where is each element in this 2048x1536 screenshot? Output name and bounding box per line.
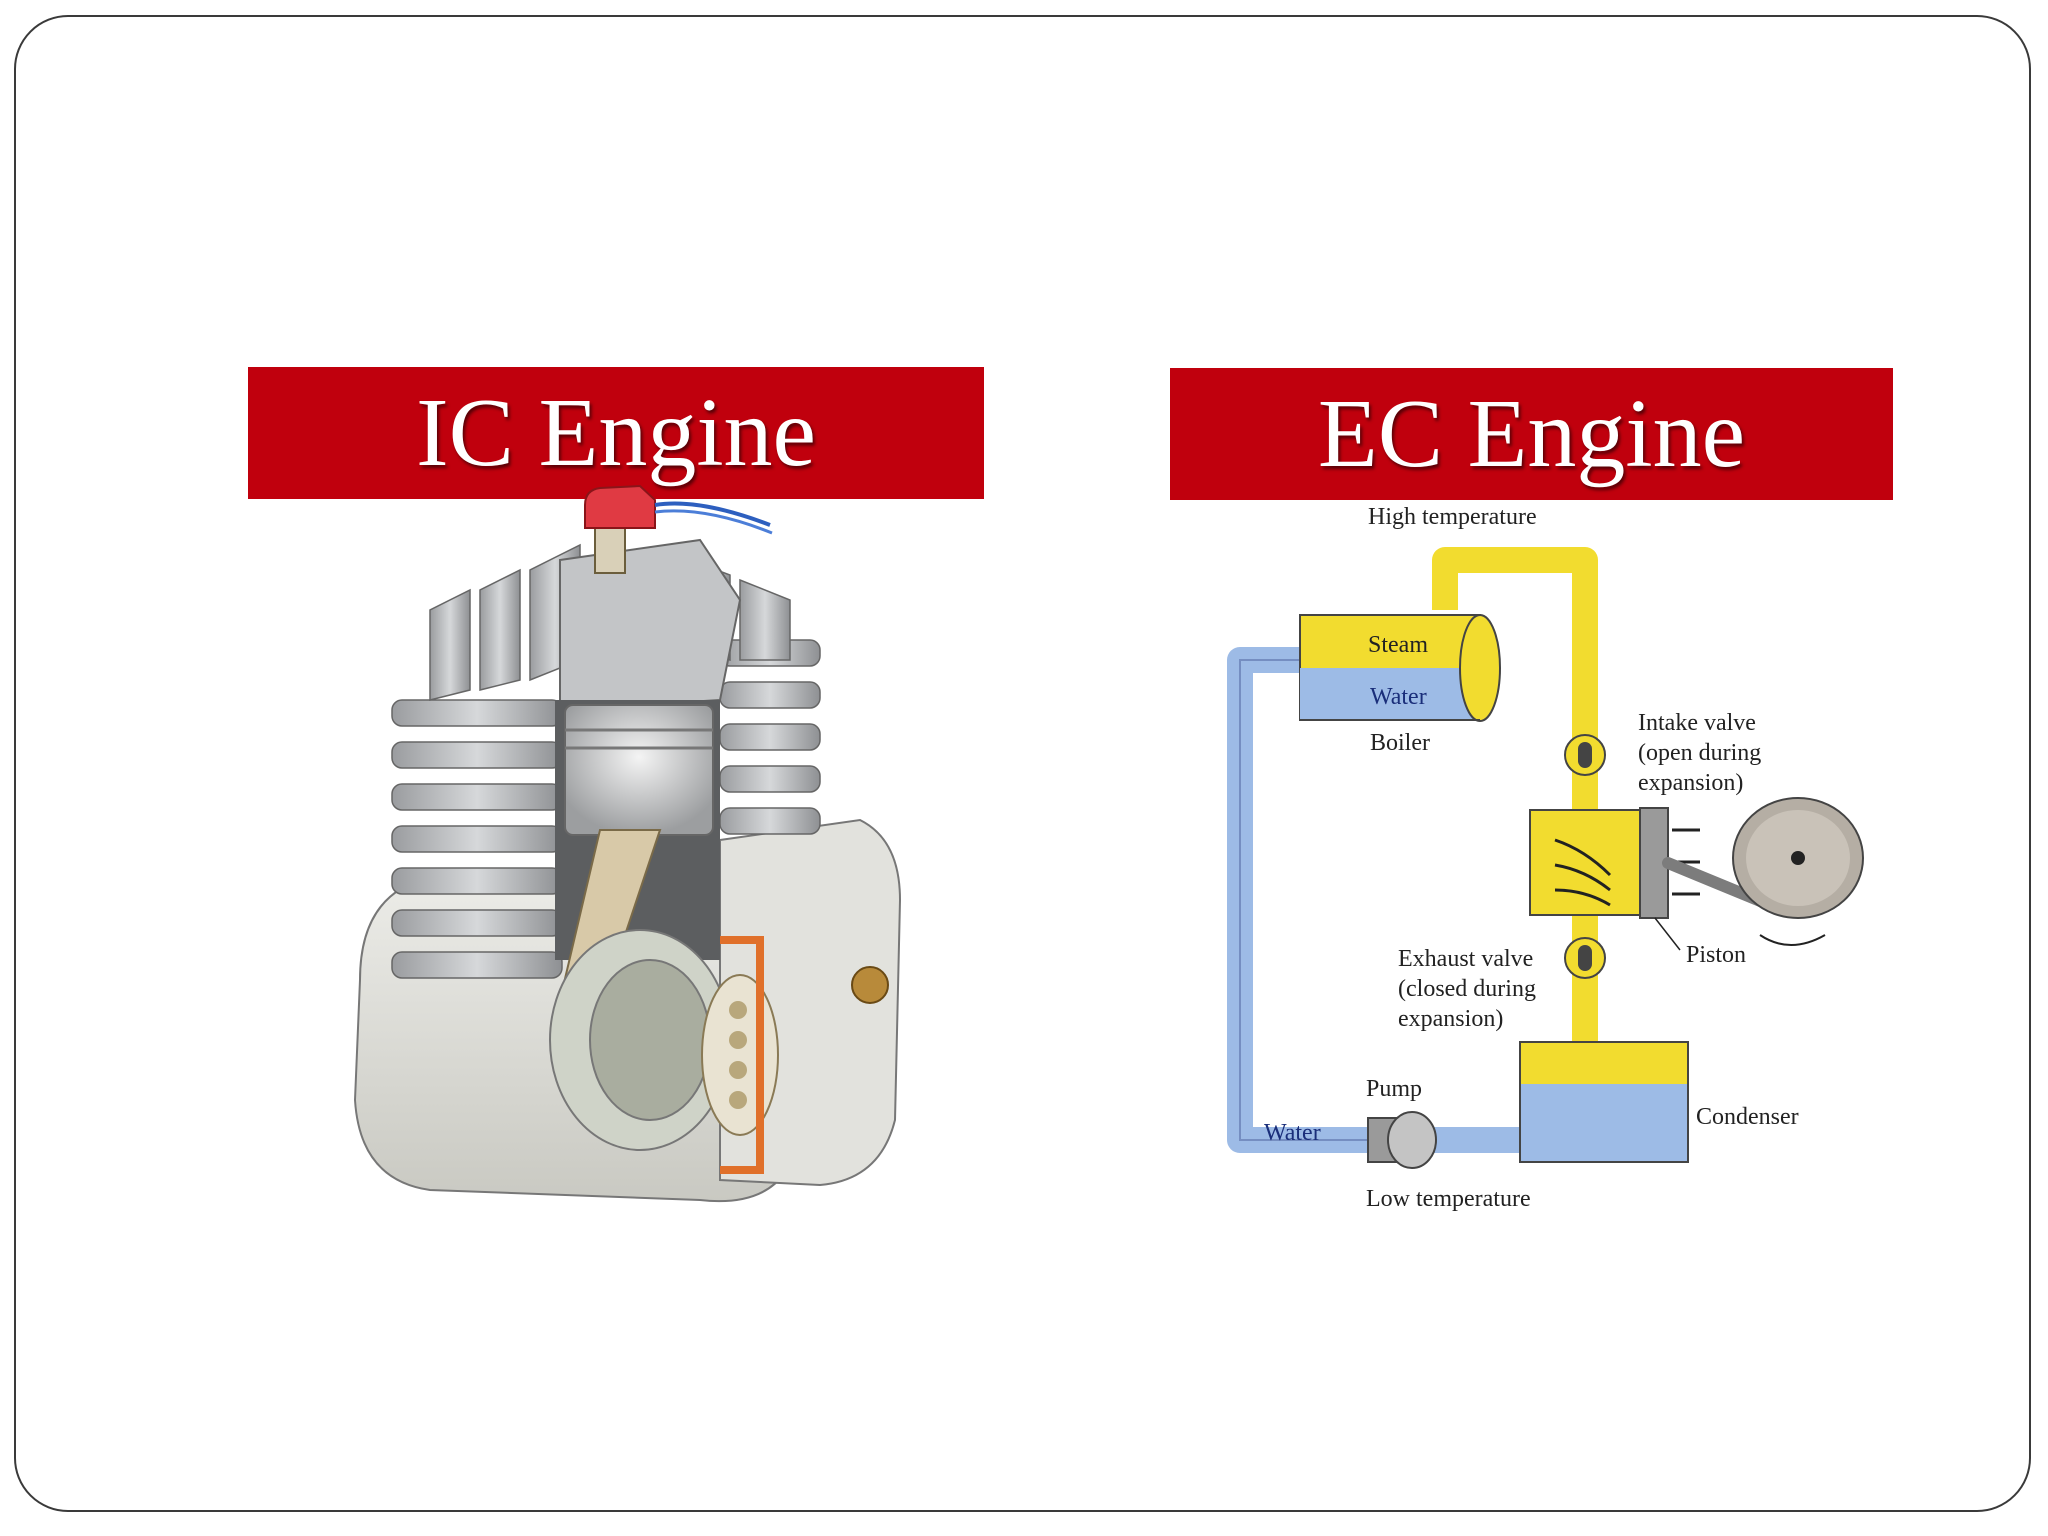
label-piston: Piston <box>1686 942 1746 968</box>
ic-engine-title: IC Engine <box>248 367 984 499</box>
slide-frame <box>14 15 2031 1512</box>
label-condenser: Condenser <box>1696 1104 1799 1130</box>
label-exhaust-valve-1: Exhaust valve <box>1398 946 1533 972</box>
label-boiler: Boiler <box>1370 730 1430 756</box>
pump <box>1367 1111 1437 1169</box>
condenser <box>1519 1041 1689 1163</box>
label-water-pipe: Water <box>1264 1120 1321 1146</box>
label-steam: Steam <box>1368 632 1428 658</box>
label-exhaust-valve-2: (closed during <box>1398 976 1536 1002</box>
steam-pipe <box>1432 547 1598 1050</box>
label-intake-valve-1: Intake valve <box>1638 710 1756 736</box>
ec-engine-title: EC Engine <box>1170 368 1893 500</box>
pump-outlet-pipe <box>1420 1095 1548 1153</box>
cylinder <box>1529 809 1646 916</box>
label-water-boiler: Water <box>1370 684 1427 710</box>
label-low-temperature: Low temperature <box>1366 1186 1531 1212</box>
label-high-temperature: High temperature <box>1368 504 1537 530</box>
label-exhaust-valve-3: expansion) <box>1398 1006 1503 1032</box>
boiler <box>1299 614 1501 722</box>
label-pump: Pump <box>1366 1076 1422 1102</box>
label-intake-valve-2: (open during <box>1638 740 1761 766</box>
water-return-pipe <box>1227 647 1380 1153</box>
label-intake-valve-3: expansion) <box>1638 770 1743 796</box>
